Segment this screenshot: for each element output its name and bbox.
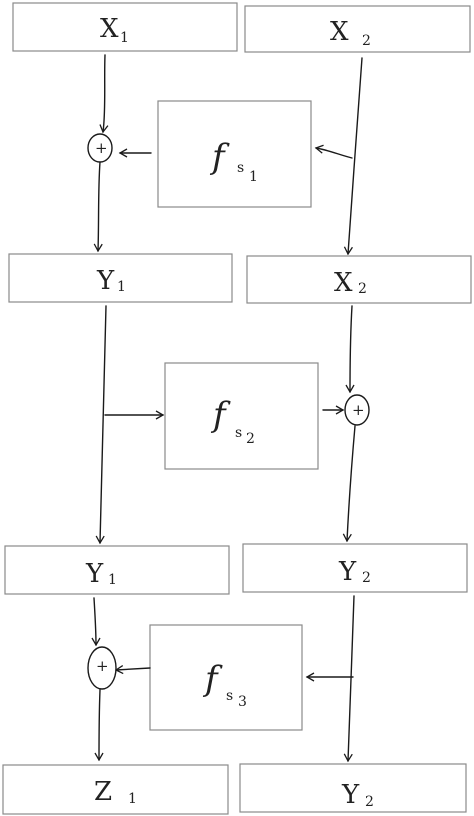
box-x2: X 2 <box>244 5 471 53</box>
y2-row4-label: Y <box>341 780 360 810</box>
x2-row2-label: X <box>334 268 353 298</box>
y1-row3-label: Y <box>85 559 104 589</box>
z1-label: Z <box>94 777 112 807</box>
box-y2-row3: Y 2 <box>242 543 468 593</box>
fs2-subscript: s <box>235 425 242 441</box>
arrow-fs3-to-adder3 <box>114 665 151 675</box>
x1-label: X <box>100 14 119 44</box>
x1-subscript: 1 <box>120 30 129 46</box>
box-y2-row4: Y 2 <box>239 763 467 813</box>
arrow-adder1-to-y1 <box>93 161 103 253</box>
x2-subscript: 2 <box>362 33 371 49</box>
y2-row4-subscript: 2 <box>365 794 374 810</box>
function-block-fs3: f s 3 <box>149 624 303 731</box>
arrow-x2-to-fs1 <box>314 144 353 159</box>
x2-row2-subscript: 2 <box>358 281 367 297</box>
fs3-index: 3 <box>238 694 247 710</box>
arrow-adder2-to-y2 <box>342 425 356 543</box>
box-z1: Z 1 <box>2 764 229 815</box>
y2-row3-subscript: 2 <box>362 570 371 586</box>
box-y1-row3: Y 1 <box>4 545 230 595</box>
arrow-x1-to-adder1 <box>99 54 109 134</box>
y1-row2-label: Y <box>96 266 115 296</box>
y2-row3-label: Y <box>338 557 357 587</box>
box-y1-row2: Y 1 <box>8 253 233 303</box>
adder-3-plus: + <box>96 657 109 675</box>
fs1-subscript: s <box>237 160 244 176</box>
arrow-y2row3-to-y2row4 <box>343 595 355 763</box>
adder-3: + <box>87 646 117 690</box>
arrow-x2row2-to-adder2 <box>345 305 355 394</box>
adder-1: + <box>87 133 113 163</box>
arrow-adder3-to-z1 <box>94 689 104 762</box>
adder-1-plus: + <box>95 139 108 157</box>
function-block-fs2: f s 2 <box>164 362 319 470</box>
function-block-fs1: f s 1 <box>157 100 312 208</box>
adder-2-plus: + <box>352 401 365 419</box>
fs1-index: 1 <box>249 169 258 185</box>
x2-label: X <box>330 17 349 47</box>
fs3-subscript: s <box>226 688 233 704</box>
y1-row3-subscript: 1 <box>108 572 117 588</box>
fs2-index: 2 <box>246 431 255 447</box>
arrow-y1row3-to-adder3 <box>91 597 101 647</box>
box-x2-row2: X 2 <box>246 255 472 304</box>
y1-row2-subscript: 1 <box>117 279 126 295</box>
adder-2: + <box>344 394 370 426</box>
arrow-x2-to-x2row2 <box>343 57 363 256</box>
box-x1: X 1 <box>12 2 238 52</box>
z1-subscript: 1 <box>128 791 137 807</box>
arrow-y1-to-y1row3 <box>95 305 107 545</box>
